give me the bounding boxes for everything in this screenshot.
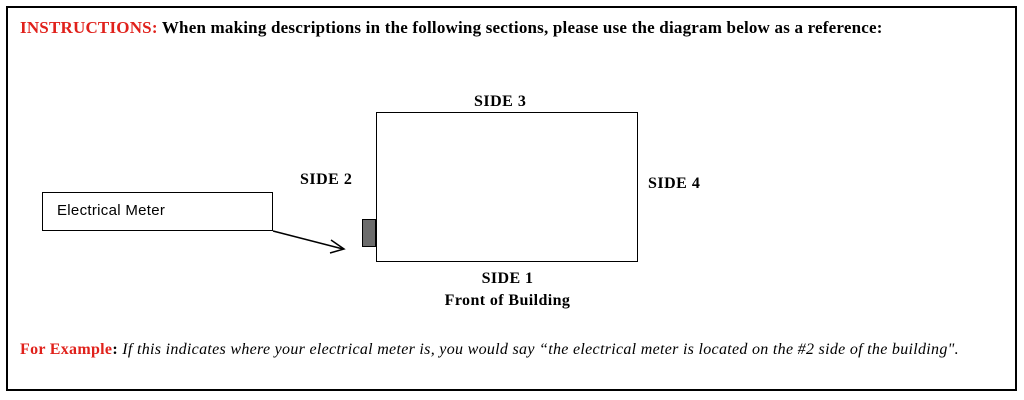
example-paragraph: For Example: If this indicates where you… [20,337,980,362]
example-label: For Example [20,341,113,358]
side-4-label: SIDE 4 [648,175,701,192]
meter-callout-label: Electrical Meter [57,202,166,219]
side-1-block: SIDE 1 Front of Building [420,268,595,312]
example-colon: : [112,341,118,358]
instructions-label: INSTRUCTIONS: [20,18,158,37]
electrical-meter-marker [362,219,376,247]
side-3-label: SIDE 3 [474,93,527,110]
instructions-text: When making descriptions in the followin… [161,18,883,37]
side-1-label: SIDE 1 [481,270,534,287]
building-outline [376,112,638,262]
side-2-label: SIDE 2 [300,171,353,188]
meter-callout-box: Electrical Meter [42,192,273,231]
instructions-paragraph: INSTRUCTIONS: When making descriptions i… [20,17,960,39]
front-of-building-caption: Front of Building [444,292,571,309]
example-text: If this indicates where your electrical … [122,341,959,358]
document-frame [6,6,1017,391]
